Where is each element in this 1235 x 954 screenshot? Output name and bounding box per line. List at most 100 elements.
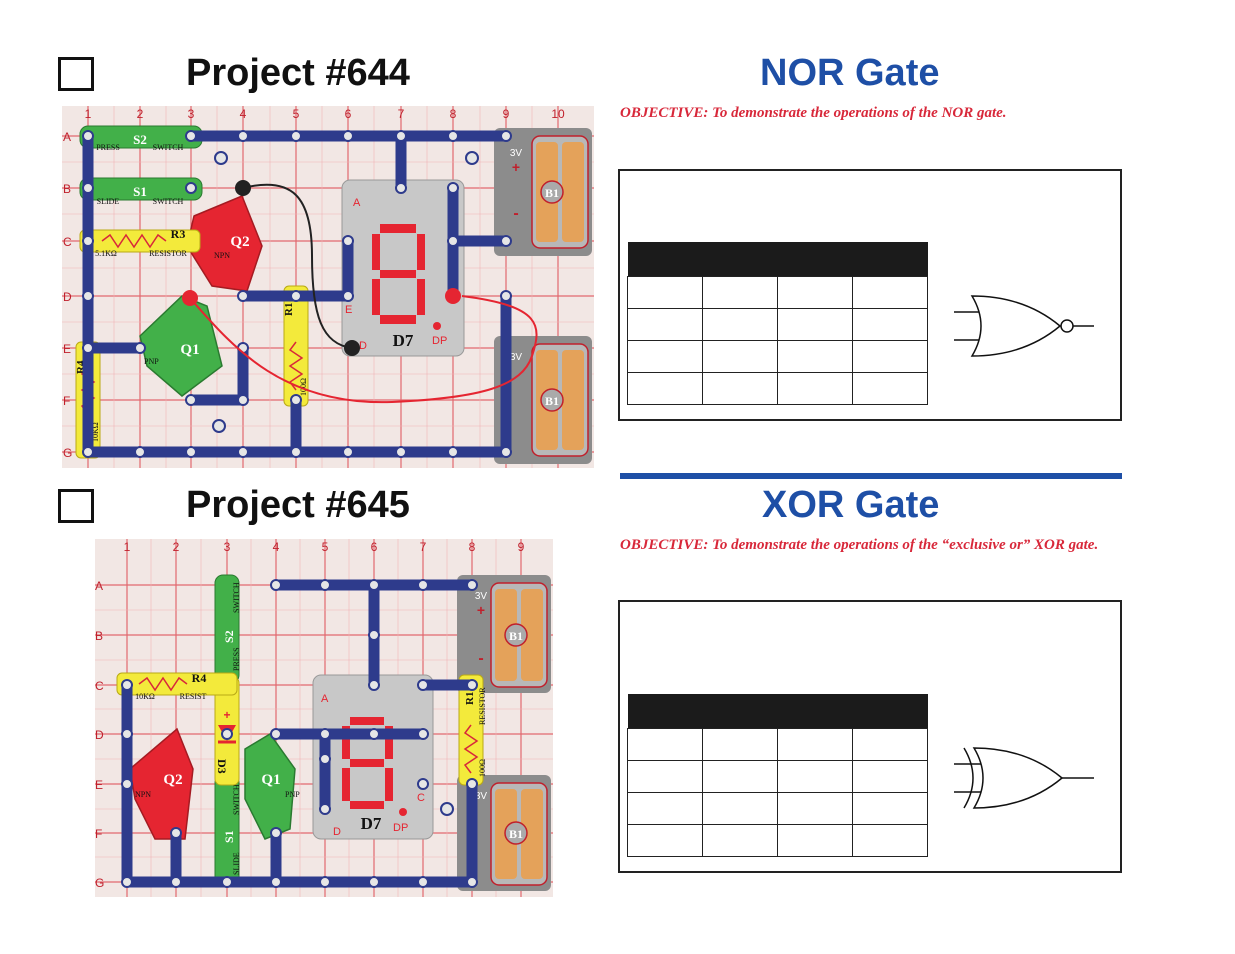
svg-text:5.1KΩ: 5.1KΩ bbox=[95, 249, 117, 258]
xor-circuit-diagram: 1 2 3 4 5 6 7 8 9 A B C D E F G B1 3V + … bbox=[95, 539, 553, 897]
svg-text:A: A bbox=[321, 693, 329, 705]
project-645-checkbox[interactable] bbox=[58, 489, 94, 523]
svg-text:PRESS: PRESS bbox=[232, 647, 241, 671]
row-label: A bbox=[63, 130, 71, 144]
svg-text:+: + bbox=[223, 708, 230, 722]
svg-text:RESISTOR: RESISTOR bbox=[478, 687, 487, 725]
xor-truth-table bbox=[627, 694, 928, 857]
row-label: F bbox=[63, 394, 70, 408]
nor-circuit-diagram: 1 2 3 4 5 6 7 8 9 10 A B C D E F G B1 3V… bbox=[62, 106, 594, 468]
project-644-title: Project #644 bbox=[186, 52, 410, 94]
row-label: E bbox=[63, 342, 71, 356]
display-d7: D7 DP A C D E bbox=[312, 674, 434, 840]
svg-text:SLIDE: SLIDE bbox=[232, 852, 241, 875]
transistor-q1 bbox=[139, 295, 223, 397]
nor-gate-symbol bbox=[954, 295, 1094, 357]
row-label: G bbox=[63, 446, 72, 460]
col-label: 7 bbox=[420, 540, 427, 554]
table-row bbox=[627, 824, 928, 857]
row-label: C bbox=[63, 235, 72, 249]
svg-text:D: D bbox=[333, 826, 341, 838]
svg-text:RESIST: RESIST bbox=[180, 692, 207, 701]
svg-text:PRESS: PRESS bbox=[96, 143, 120, 152]
project-645-objective: OBJECTIVE: To demonstrate the operations… bbox=[620, 537, 1099, 553]
svg-text:SLIDE: SLIDE bbox=[97, 197, 120, 206]
svg-text:E: E bbox=[345, 304, 352, 316]
battery-b1-top: B1 3V + - bbox=[494, 128, 592, 256]
battery-b1-bottom: B1 3V bbox=[494, 336, 592, 464]
table-row bbox=[627, 276, 928, 309]
svg-text:R1: R1 bbox=[283, 303, 295, 316]
transistor-q2 bbox=[129, 727, 194, 840]
col-label: 4 bbox=[240, 107, 247, 121]
svg-text:B1: B1 bbox=[545, 186, 559, 200]
svg-text:10KΩ: 10KΩ bbox=[91, 422, 100, 442]
jumper-black bbox=[242, 183, 353, 349]
svg-text:SWITCH: SWITCH bbox=[153, 143, 184, 152]
svg-text:B1: B1 bbox=[545, 394, 559, 408]
svg-text:B1: B1 bbox=[509, 827, 523, 841]
resistor-r3: R3 5.1KΩ RESISTOR bbox=[79, 227, 201, 258]
col-label: 2 bbox=[137, 107, 144, 121]
col-label: 9 bbox=[518, 540, 525, 554]
row-label: D bbox=[95, 728, 104, 742]
col-label: 1 bbox=[85, 107, 92, 121]
col-label: 3 bbox=[224, 540, 231, 554]
svg-text:D3: D3 bbox=[215, 759, 229, 774]
switch-s1: S1 SLIDE SWITCH bbox=[214, 774, 241, 888]
table-row bbox=[627, 728, 928, 761]
svg-text:D: D bbox=[359, 340, 367, 352]
svg-text:3V: 3V bbox=[475, 791, 488, 802]
svg-text:R1: R1 bbox=[464, 692, 476, 705]
col-label: 8 bbox=[469, 540, 476, 554]
svg-text:PNP: PNP bbox=[285, 790, 300, 799]
table-row bbox=[627, 308, 928, 341]
col-label: 3 bbox=[188, 107, 195, 121]
project-645-title: Project #645 bbox=[186, 484, 410, 526]
svg-text:+: + bbox=[477, 602, 485, 618]
svg-text:B1: B1 bbox=[509, 629, 523, 643]
svg-text:3V: 3V bbox=[510, 352, 523, 363]
col-label: 5 bbox=[293, 107, 300, 121]
svg-text:S2: S2 bbox=[133, 132, 147, 147]
svg-text:PNP: PNP bbox=[144, 357, 159, 366]
svg-text:RESISTOR: RESISTOR bbox=[149, 249, 187, 258]
row-label: G bbox=[95, 876, 104, 890]
table-row bbox=[627, 372, 928, 405]
table-row bbox=[627, 760, 928, 793]
truth-table-header bbox=[627, 242, 928, 277]
svg-text:R4: R4 bbox=[192, 671, 207, 685]
col-label: 5 bbox=[322, 540, 329, 554]
resistor-r4: R4 10KΩ RESIST bbox=[116, 671, 238, 701]
svg-text:+: + bbox=[512, 159, 520, 175]
svg-text:-: - bbox=[513, 205, 518, 222]
nor-truth-table bbox=[627, 242, 928, 405]
svg-text:D7: D7 bbox=[393, 331, 414, 350]
switch-s2: S2 PRESS SWITCH bbox=[79, 125, 203, 152]
row-label: F bbox=[95, 827, 102, 841]
svg-text:R3: R3 bbox=[171, 227, 186, 241]
project-644-checkbox[interactable] bbox=[58, 57, 94, 91]
jumper-red bbox=[189, 295, 538, 404]
row-label: D bbox=[63, 290, 72, 304]
col-label: 9 bbox=[503, 107, 510, 121]
table-row bbox=[627, 340, 928, 373]
switch-s2: S2 PRESS SWITCH bbox=[214, 574, 241, 684]
svg-text:10KΩ: 10KΩ bbox=[135, 692, 155, 701]
svg-text:S1: S1 bbox=[133, 184, 147, 199]
svg-text:D7: D7 bbox=[361, 814, 382, 833]
col-label: 2 bbox=[173, 540, 180, 554]
battery-b1-bottom: B1 3V bbox=[457, 775, 551, 891]
svg-text:Q2: Q2 bbox=[163, 772, 182, 788]
svg-text:Q1: Q1 bbox=[261, 772, 280, 788]
col-label: 4 bbox=[273, 540, 280, 554]
svg-text:SWITCH: SWITCH bbox=[232, 784, 241, 815]
col-label: 6 bbox=[371, 540, 378, 554]
row-label: B bbox=[63, 182, 71, 196]
col-label: 8 bbox=[450, 107, 457, 121]
switch-s1: S1 SLIDE SWITCH bbox=[79, 177, 203, 206]
svg-text:100Ω: 100Ω bbox=[299, 378, 308, 396]
col-label: 1 bbox=[124, 540, 131, 554]
row-label: C bbox=[95, 679, 104, 693]
row-label: E bbox=[95, 778, 103, 792]
